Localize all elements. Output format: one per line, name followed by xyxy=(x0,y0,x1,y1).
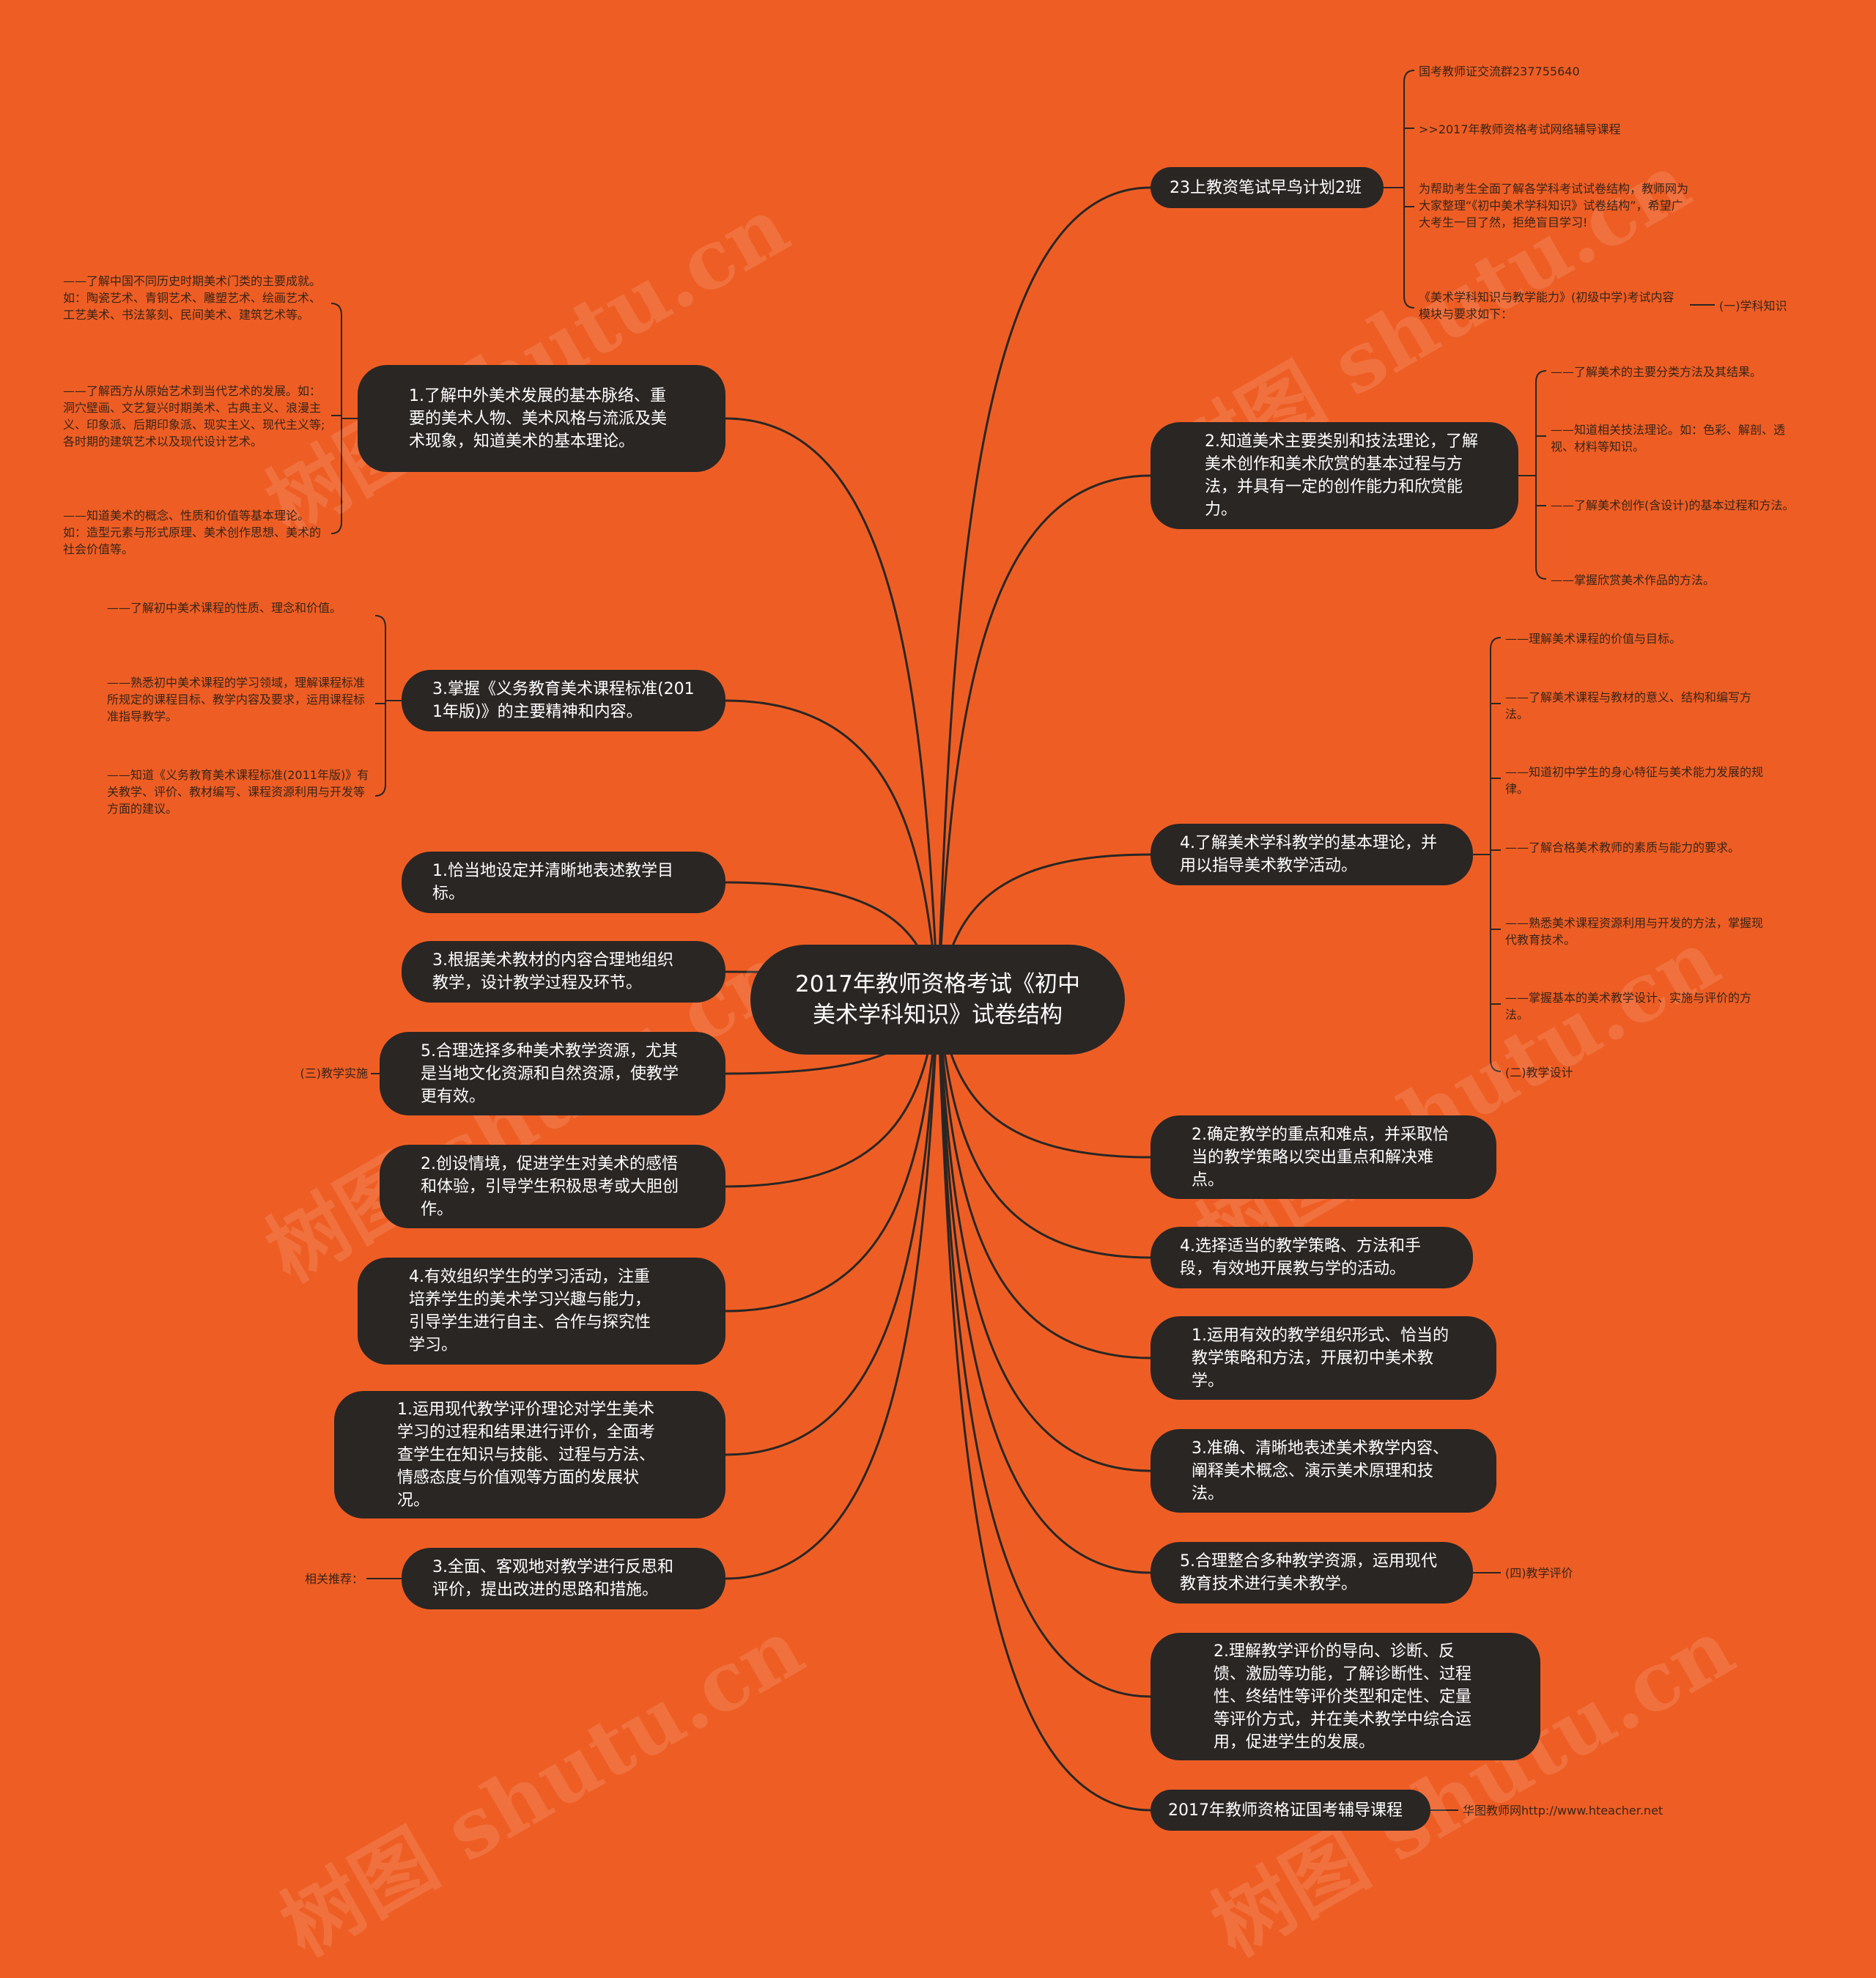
topic-learning-activity[interactable]: 4.有效组织学生的学习活动，注重培养学生的美术学习兴趣与能力，引导学生进行自主、… xyxy=(358,1258,725,1365)
root-connector-left xyxy=(725,699,939,1000)
leaf-related: 相关推荐： xyxy=(304,1572,363,1586)
topic-label: 1.运用有效的教学组织形式、恰当的教学策略和方法，开展初中美术教学。 xyxy=(1192,1326,1449,1390)
topic-label: 2.知道美术主要类别和技法理论，了解美术创作和美术欣赏的基本过程与方法，并具有一… xyxy=(1205,432,1478,519)
leaf-teaching-design: (二)教学设计 xyxy=(1505,1066,1573,1080)
root-connector-right xyxy=(937,999,1151,1472)
leaf-design-method: ——掌握基本的美术教学设计、实施与评价的方法。 xyxy=(1505,991,1752,1022)
topic-teaching-strategy[interactable]: 4.选择适当的教学策略、方法和手段，有效地开展教与学的活动。 xyxy=(1151,1227,1473,1288)
topic-teaching-theory[interactable]: 4.了解美术学科教学的基本理论，并用以指导美术教学活动。 xyxy=(1151,824,1473,885)
topic-reflection[interactable]: 3.全面、客观地对教学进行反思和评价，提出改进的思路和措施。 xyxy=(402,1548,725,1609)
topic-label: 4.有效组织学生的学习活动，注重培养学生的美术学习兴趣与能力，引导学生进行自主、… xyxy=(409,1268,651,1354)
topic-evaluation-functions[interactable]: 2.理解教学评价的导向、诊断、反馈、激励等功能，了解诊断性、过程性、终结性等评价… xyxy=(1151,1633,1540,1760)
leaf-technique-theory: ——知道相关技法理论。如：色彩、解剖、透视、材料等知识。 xyxy=(1551,423,1786,454)
topic-label: 2.确定教学的重点和难点，并采取恰当的教学策略以突出重点和解决难点。 xyxy=(1192,1125,1449,1189)
root-topic[interactable]: 2017年教师资格考试《初中美术学科知识》试卷结构 xyxy=(750,945,1125,1055)
leaf-standard-nature: ——了解初中美术课程的性质、理念和价值。 xyxy=(107,601,342,615)
root-connector-right xyxy=(937,999,1151,1359)
root-connector-left xyxy=(725,417,939,1000)
leaf-student-development: ——知道初中学生的身心特征与美术能力发展的规律。 xyxy=(1505,765,1764,796)
leaf-subject-knowledge: (一)学科知识 xyxy=(1719,299,1787,313)
leaf-course-link[interactable]: >>2017年教师资格考试网络辅导课程 xyxy=(1419,122,1621,136)
topic-label: 23上教资笔试早鸟计划2班 xyxy=(1170,178,1362,197)
topic-label: 5.合理整合多种教学资源，运用现代教育技术进行美术教学。 xyxy=(1180,1552,1437,1593)
topic-label: 3.根据美术教材的内容合理地组织教学，设计教学过程及环节。 xyxy=(432,951,673,992)
leaf-intro: 为帮助考生全面了解各学科考试试卷结构，教师网为大家整理“《初中美术学科知识》试卷… xyxy=(1419,182,1689,229)
topic-early-bird-plan[interactable]: 23上教资笔试早鸟计划2班 xyxy=(1151,167,1384,208)
leaf-art-classification: ——了解美术的主要分类方法及其结果。 xyxy=(1551,365,1762,379)
leaf-bracket xyxy=(374,615,386,797)
topic-label: 1.恰当地设定并清晰地表述教学目标。 xyxy=(432,862,673,903)
topic-exam-course[interactable]: 2017年教师资格证国考辅导课程 xyxy=(1151,1790,1430,1831)
topic-organize-material[interactable]: 3.根据美术教材的内容合理地组织教学，设计教学过程及环节。 xyxy=(402,941,725,1003)
leaf-bracket xyxy=(1535,370,1547,580)
topic-label: 4.了解美术学科教学的基本理论，并用以指导美术教学活动。 xyxy=(1180,834,1437,875)
root-connector-right xyxy=(937,999,1151,1698)
topic-teaching-goal[interactable]: 1.恰当地设定并清晰地表述教学目标。 xyxy=(402,852,725,913)
root-connector-right xyxy=(937,474,1151,1000)
leaf-standard-suggestion: ——知道《义务教育美术课程标准(2011年版)》有关教学、评价、教材编写、课程资… xyxy=(107,768,369,816)
leaf-teacher-quality: ——了解合格美术教师的素质与能力的要求。 xyxy=(1505,841,1740,855)
topic-local-resources[interactable]: 5.合理选择多种美术教学资源，尤其是当地文化资源和自然资源，使教学更有效。 xyxy=(380,1032,725,1115)
topic-label: 3.准确、清晰地表述美术教学内容、阐释美术概念、演示美术原理和技法。 xyxy=(1192,1439,1449,1503)
topic-label: 3.全面、客观地对教学进行反思和评价，提出改进的思路和措施。 xyxy=(432,1558,673,1599)
topic-label: 2017年教师资格证国考辅导课程 xyxy=(1168,1801,1403,1820)
leaf-hteacher-link[interactable]: 华图教师网http://www.hteacher.net xyxy=(1463,1804,1663,1818)
topic-curriculum-standard[interactable]: 3.掌握《义务教育美术课程标准(2011年版)》的主要精神和内容。 xyxy=(402,670,725,731)
leaf-chinese-art-history: ——了解中国不同历史时期美术门类的主要成就。如：陶瓷艺术、青铜艺术、雕塑艺术、绘… xyxy=(63,274,322,322)
root-connector-left xyxy=(725,999,939,1456)
leaf-resource-development: ——熟悉美术课程资源利用与开发的方法，掌握现代教育技术。 xyxy=(1505,916,1764,947)
root-connector-right xyxy=(937,999,1151,1812)
mind-map: 树图 shutu.cn 树图 shutu.cn 树图 shutu.cn 树图 s… xyxy=(63,64,1795,1974)
topic-integrate-resources[interactable]: 5.合理整合多种教学资源，运用现代教育技术进行美术教学。 xyxy=(1151,1542,1473,1604)
topic-label: 4.选择适当的教学策略、方法和手段，有效地开展教与学的活动。 xyxy=(1180,1237,1421,1278)
topic-label: 2.创设情境，促进学生对美术的感悟和体验，引导学生积极思考或大胆创作。 xyxy=(421,1154,679,1219)
topic-label: 1.了解中外美术发展的基本脉络、重要的美术人物、美术风格与流派及美术现象，知道美… xyxy=(409,386,668,451)
root-topic-label: 2017年教师资格考试《初中美术学科知识》试卷结构 xyxy=(795,971,1080,1028)
topic-label: 2.理解教学评价的导向、诊断、反馈、激励等功能，了解诊断性、过程性、终结性等评价… xyxy=(1214,1642,1472,1752)
root-connector-right xyxy=(937,999,1151,1574)
leaf-standard-domain: ——熟悉初中美术课程的学习领域，理解课程标准所规定的课程目标、教学内容及要求，运… xyxy=(107,676,366,723)
leaf-module-requirement: 《美术学科知识与教学能力》(初级中学)考试内容模块与要求如下： xyxy=(1419,290,1674,321)
leaf-qq-group: 国考教师证交流群237755640 xyxy=(1419,64,1580,78)
leaf-creation-process: ——了解美术创作(含设计)的基本过程和方法。 xyxy=(1551,498,1795,512)
root-connector-right xyxy=(937,999,1151,1259)
leaf-art-concept: ——知道美术的概念、性质和价值等基本理论。如：造型元素与形式原理、美术创作思想、… xyxy=(63,509,322,556)
topic-key-points[interactable]: 2.确定教学的重点和难点，并采取恰当的教学策略以突出重点和解决难点。 xyxy=(1151,1115,1496,1199)
leaf-course-value: ——理解美术课程的价值与目标。 xyxy=(1505,632,1682,646)
root-connector-left xyxy=(725,999,939,1313)
leaf-appreciation: ——掌握欣赏美术作品的方法。 xyxy=(1551,573,1716,587)
topic-clear-expression[interactable]: 3.准确、清晰地表述美术教学内容、阐释美术概念、演示美术原理和技法。 xyxy=(1151,1429,1496,1513)
leaf-teaching-implementation: (三)教学实施 xyxy=(300,1066,369,1080)
leaf-material-meaning: ——了解美术课程与教材的意义、结构和编写方法。 xyxy=(1505,690,1752,721)
topic-art-categories[interactable]: 2.知道美术主要类别和技法理论，了解美术创作和美术欣赏的基本过程与方法，并具有一… xyxy=(1151,422,1518,529)
topic-organization-form[interactable]: 1.运用有效的教学组织形式、恰当的教学策略和方法，开展初中美术教学。 xyxy=(1151,1316,1496,1400)
root-connector-right xyxy=(937,186,1151,1000)
leaf-bracket xyxy=(1403,70,1415,309)
leaf-teaching-evaluation: (四)教学评价 xyxy=(1505,1566,1573,1580)
topic-label: 5.合理选择多种美术教学资源，尤其是当地文化资源和自然资源，使教学更有效。 xyxy=(421,1041,679,1106)
topic-modern-evaluation[interactable]: 1.运用现代教学评价理论对学生美术学习的过程和结果进行评价，全面考查学生在知识与… xyxy=(334,1391,725,1518)
topic-label: 1.运用现代教学评价理论对学生美术学习的过程和结果进行评价，全面考查学生在知识与… xyxy=(397,1400,656,1510)
leaf-western-art-history: ——了解西方从原始艺术到当代艺术的发展。如：洞穴壁画、文艺复兴时期美术、古典主义… xyxy=(63,384,325,449)
root-connector-left xyxy=(725,999,939,1580)
topic-create-situation[interactable]: 2.创设情境，促进学生对美术的感悟和体验，引导学生积极思考或大胆创作。 xyxy=(380,1145,725,1228)
topic-label: 3.掌握《义务教育美术课程标准(2011年版)》的主要精神和内容。 xyxy=(432,680,695,721)
topic-art-history[interactable]: 1.了解中外美术发展的基本脉络、重要的美术人物、美术风格与流派及美术现象，知道美… xyxy=(358,365,725,472)
